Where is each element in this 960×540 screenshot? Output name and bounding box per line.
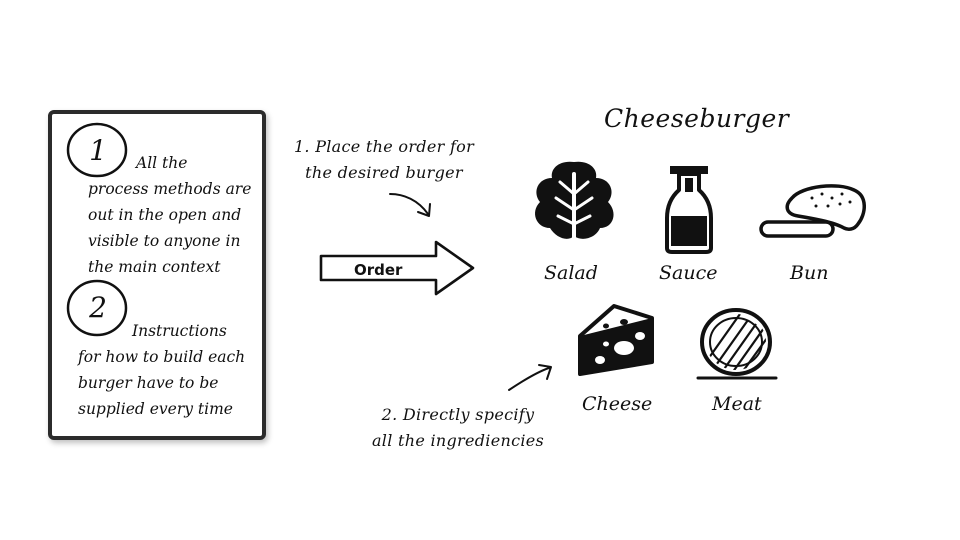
meat-patty-icon	[696, 308, 778, 380]
direct-specify-note: 2. Directly specify all the ingrediencie…	[371, 405, 545, 450]
item-1-first-line: All the	[136, 154, 188, 172]
order-arrow-icon	[319, 240, 475, 296]
bun-label: Bun	[790, 262, 829, 284]
number-2: 2	[89, 291, 107, 324]
sauce-bottle-icon	[665, 166, 713, 254]
place-order-note: 1. Place the order for the desired burge…	[293, 137, 475, 182]
number-circle-2	[66, 279, 128, 337]
item-2-first-line: Instructions	[132, 322, 227, 340]
item-2-text: for how to build each burger have to be …	[78, 348, 246, 418]
salad-icon	[535, 161, 614, 248]
cheese-label: Cheese	[582, 393, 653, 415]
salad-label: Salad	[544, 262, 598, 284]
meat-label: Meat	[712, 393, 762, 415]
methods-card: 1 All the process methods are out in the…	[48, 110, 266, 440]
order-arrow-label: Order	[354, 261, 403, 279]
bun-icon	[759, 184, 866, 238]
curved-arrow-1-icon	[389, 193, 431, 217]
burger-title: Cheeseburger	[604, 104, 790, 133]
cheese-icon	[578, 304, 654, 376]
item-1-text: process methods are out in the open and …	[88, 180, 252, 276]
curved-arrow-2-icon	[508, 364, 552, 391]
number-circle-1	[66, 122, 128, 178]
number-1: 1	[89, 134, 107, 167]
sauce-label: Sauce	[659, 262, 718, 284]
